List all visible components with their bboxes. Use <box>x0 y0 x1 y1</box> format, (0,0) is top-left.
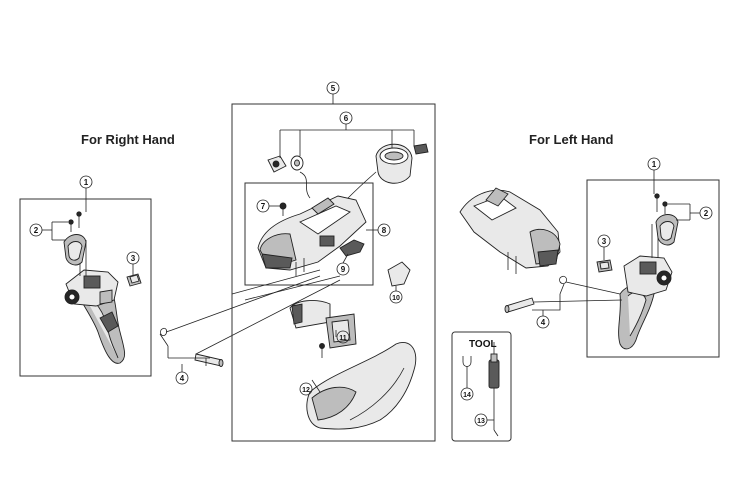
center-leaders <box>231 205 397 393</box>
callout-c7: 7 <box>256 199 270 213</box>
callout-c5-label: 5 <box>331 84 336 93</box>
callout-c9-label: 9 <box>341 265 346 274</box>
callout-r2-label: 2 <box>34 226 39 235</box>
center-subassembly-frame <box>244 182 374 286</box>
left-screws <box>654 193 668 214</box>
callout-c12: 12 <box>299 382 313 396</box>
callout-r4: 4 <box>175 371 189 385</box>
callout-c6: 6 <box>339 111 353 125</box>
callout-c11-label: 11 <box>339 335 347 342</box>
center-bolt-parts <box>267 143 429 184</box>
callout-c8: 8 <box>377 223 391 237</box>
callout-c12-label: 12 <box>302 387 310 394</box>
callout-r4-label: 4 <box>180 374 185 383</box>
left-pin <box>504 297 535 313</box>
left-hand-frame <box>586 179 720 358</box>
left-cover <box>655 214 679 246</box>
callout-c10: 10 <box>389 290 403 304</box>
center-screw <box>279 202 287 216</box>
tool-frame <box>451 331 512 442</box>
callout-r3-label: 3 <box>131 254 136 263</box>
callout-r1-label: 1 <box>84 178 89 187</box>
left-bracket-body <box>459 187 561 274</box>
center-clip-part <box>387 261 411 287</box>
tool-fork <box>462 356 472 380</box>
right-shifter-body <box>64 240 119 307</box>
callout-t14: 14 <box>460 387 474 401</box>
right-to-center-lines <box>171 275 341 355</box>
tool-screwdriver <box>488 342 500 437</box>
callout-r2: 2 <box>29 223 43 237</box>
tool-label: TOOL <box>469 339 497 350</box>
center-hood <box>306 342 417 430</box>
tool-leaders <box>466 380 494 421</box>
left-shifter-body <box>623 224 673 297</box>
callout-l2: 2 <box>699 206 713 220</box>
right-leaders <box>42 188 210 372</box>
callout-c8-label: 8 <box>382 226 387 235</box>
left-hand-title: For Left Hand <box>529 132 614 147</box>
callout-t13: 13 <box>474 413 488 427</box>
right-hand-frame <box>19 198 152 377</box>
callout-l2-label: 2 <box>704 209 709 218</box>
center-mid-bracket <box>289 300 357 358</box>
right-pad <box>126 273 142 287</box>
left-clip <box>559 275 567 285</box>
callout-c10-label: 10 <box>392 295 400 302</box>
callout-r3: 3 <box>126 251 140 265</box>
right-hand-title: For Right Hand <box>81 132 175 147</box>
right-pin <box>194 353 224 367</box>
callout-c6-label: 6 <box>344 114 349 123</box>
callout-l1-label: 1 <box>652 160 657 169</box>
right-screws <box>68 211 82 232</box>
callout-c5: 5 <box>326 81 340 95</box>
callout-r1: 1 <box>79 175 93 189</box>
callout-l4-label: 4 <box>541 318 546 327</box>
center-top-leaders <box>279 94 415 201</box>
callout-c9: 9 <box>336 262 350 276</box>
callout-t14-label: 14 <box>463 392 471 399</box>
left-pad <box>596 259 613 273</box>
callout-c7-label: 7 <box>261 202 266 211</box>
right-clip <box>160 327 173 337</box>
center-small-lever <box>339 239 365 257</box>
callout-l3: 3 <box>597 234 611 248</box>
center-assembly-frame <box>231 103 436 442</box>
callout-l4: 4 <box>536 315 550 329</box>
callout-t13-label: 13 <box>477 418 485 425</box>
callout-c11: 11 <box>336 330 350 344</box>
right-cover <box>63 234 87 266</box>
callout-l3-label: 3 <box>602 237 607 246</box>
center-shifter-body <box>257 195 367 276</box>
callout-l1: 1 <box>647 157 661 171</box>
left-leaders <box>532 170 700 316</box>
